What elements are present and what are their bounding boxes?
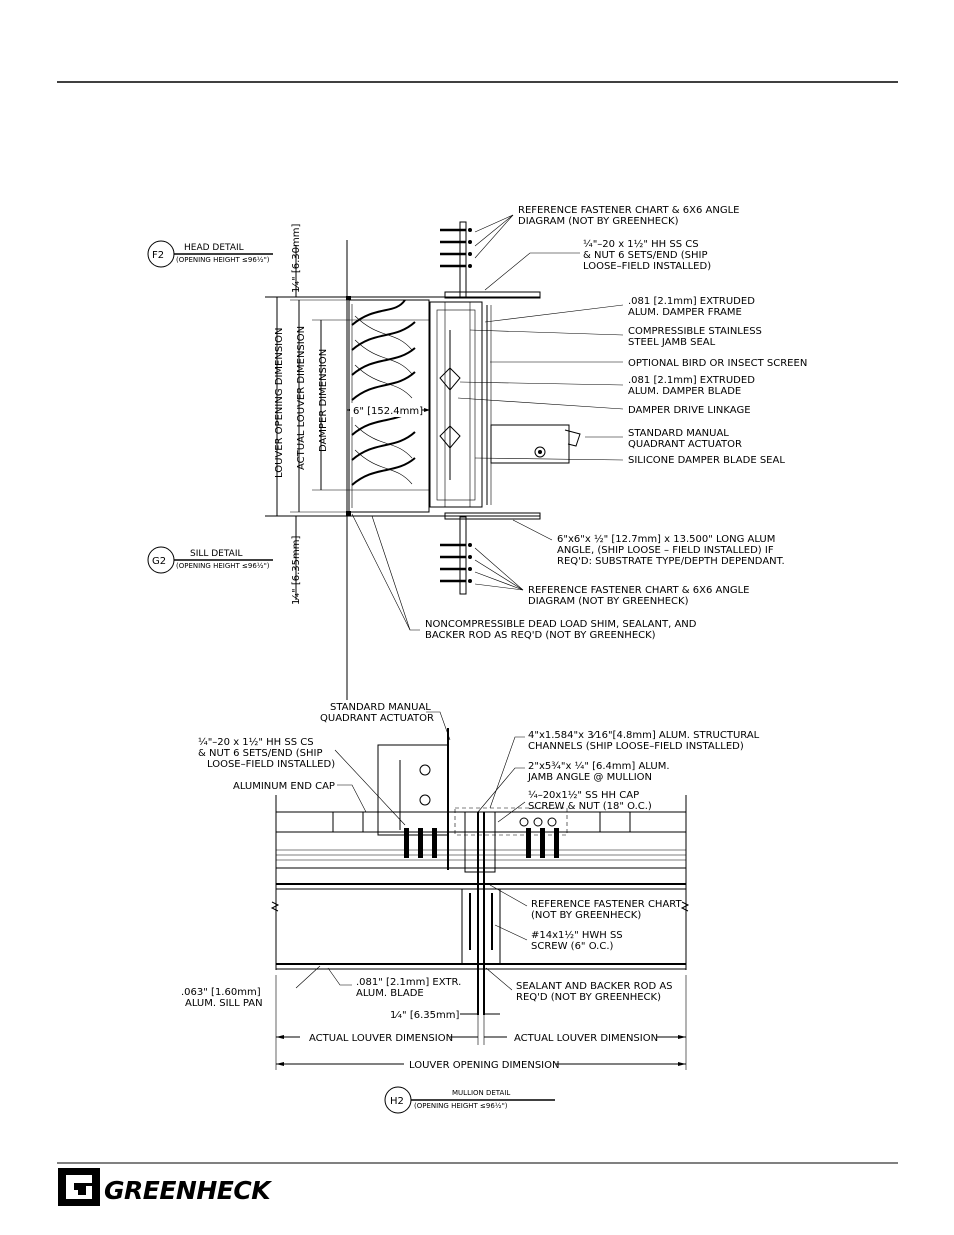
actual-right-label: ACTUAL LOUVER DIMENSION — [514, 1033, 658, 1044]
sill-gap-label: 1⁄₄" [6.35mm] — [291, 536, 302, 605]
head-callout-11a: REFERENCE FASTENER CHART & 6X6 ANGLE — [528, 585, 749, 596]
mullion-detail-tag-id: H2 — [390, 1096, 404, 1107]
mullion-callout-1b: QUADRANT ACTUATOR — [320, 713, 434, 724]
mullion-callout-7b: (NOT BY GREENHECK) — [531, 910, 641, 921]
head-callout-7: DAMPER DRIVE LINKAGE — [628, 405, 751, 416]
quadrant-actuator — [490, 424, 570, 464]
head-callout-10b: ANGLE, (SHIP LOOSE – FIELD INSTALLED) IF — [557, 545, 774, 556]
louver-blades — [351, 299, 416, 486]
head-flange — [459, 221, 467, 298]
head-detail-title: HEAD DETAIL — [184, 243, 244, 253]
mullion-callout-10b: ALUM. SILL PAN — [185, 998, 263, 1009]
mullion-callout-2b: & NUT 6 SETS/END (SHIP — [198, 748, 323, 759]
damper-dim-label: DAMPER DIMENSION — [318, 349, 329, 452]
mullion-callout-5b: JAMB ANGLE @ MULLION — [527, 772, 652, 783]
mullion-callout-leaders — [295, 711, 528, 991]
sill-detail-tag-id: G2 — [152, 556, 166, 567]
mullion-callout-11b: ALUM. BLADE — [356, 988, 424, 999]
head-callout-2c: LOOSE–FIELD INSTALLED) — [583, 261, 711, 272]
sill-flange — [459, 516, 467, 595]
mullion-callout-10a: .063" [1.60mm] — [181, 987, 261, 998]
head-callout-6a: .081 [2.1mm] EXTRUDED — [628, 375, 755, 386]
opening-label: LOUVER OPENING DIMENSION — [409, 1060, 559, 1071]
mullion-detail-title: MULLION DETAIL — [452, 1089, 510, 1097]
mullion-callout-4a: 4"x1.584"x 3⁄16"[4.8mm] ALUM. STRUCTURAL — [528, 730, 760, 741]
head-callout-1a: REFERENCE FASTENER CHART & 6X6 ANGLE — [518, 205, 739, 216]
head-callout-4a: COMPRESSIBLE STAINLESS — [628, 326, 762, 337]
louver-opening-dim-label: LOUVER OPENING DIMENSION — [274, 328, 285, 478]
head-callout-10a: 6"x6"x ½" [12.7mm] x 13.500" LONG ALUM — [557, 533, 775, 545]
head-callout-6b: ALUM. DAMPER BLADE — [628, 386, 741, 397]
mullion-gap-label: 1⁄₄" [6.35mm] — [390, 1010, 459, 1021]
head-callouts: REFERENCE FASTENER CHART & 6X6 ANGLE DIA… — [425, 205, 807, 641]
actual-left-label: ACTUAL LOUVER DIMENSION — [309, 1033, 453, 1044]
head-callout-3b: ALUM. DAMPER FRAME — [628, 307, 742, 318]
section-dim-labels: LOUVER OPENING DIMENSION ACTUAL LOUVER D… — [274, 224, 423, 605]
head-callout-4b: STEEL JAMB SEAL — [628, 337, 716, 348]
head-callout-3a: .081 [2.1mm] EXTRUDED — [628, 296, 755, 307]
mullion-callout-3: ALUMINUM END CAP — [233, 781, 335, 792]
head-callout-8a: STANDARD MANUAL — [628, 428, 729, 439]
sill-detail-title: SILL DETAIL — [190, 549, 243, 559]
mullion-callout-2c: LOOSE–FIELD INSTALLED) — [207, 759, 335, 770]
mullion-detail-tag: H2 MULLION DETAIL (OPENING HEIGHT ≤96½") — [384, 1086, 555, 1114]
brand-name: GREENHECK — [104, 1176, 272, 1205]
head-callout-12b: BACKER ROD AS REQ'D (NOT BY GREENHECK) — [425, 630, 656, 641]
head-callout-1b: DIAGRAM (NOT BY GREENHECK) — [518, 216, 679, 227]
head-callout-5: OPTIONAL BIRD OR INSECT SCREEN — [628, 358, 807, 369]
actual-louver-dim-label: ACTUAL LOUVER DIMENSION — [296, 326, 307, 470]
sill-anchors — [440, 543, 472, 583]
head-callout-11b: DIAGRAM (NOT BY GREENHECK) — [528, 596, 689, 607]
mullion-callout-6b: SCREW & NUT (18" O.C.) — [528, 801, 652, 812]
mullion-plan-view — [270, 728, 690, 1070]
mullion-callout-2a: ¼"–20 x 1½" HH SS CS — [198, 736, 314, 748]
mullion-bolts — [404, 817, 559, 858]
head-callout-leaders — [351, 214, 624, 631]
head-detail-subtitle: (OPENING HEIGHT ≤96½") — [176, 256, 270, 264]
mullion-callout-5a: 2"x5¾"x ¼" [6.4mm] ALUM. — [528, 760, 670, 772]
depth-dim-label: 6" [152.4mm] — [353, 406, 423, 417]
mullion-callout-1a: STANDARD MANUAL — [330, 702, 431, 713]
mullion-callout-8a: #14x1½" HWH SS — [531, 929, 623, 941]
head-callout-10c: REQ'D: SUBSTRATE TYPE/DEPTH DEPENDANT. — [557, 556, 785, 567]
head-angle — [444, 291, 541, 299]
logo-mark — [58, 1168, 100, 1206]
mullion-callout-11a: .081" [2.1mm] EXTR. — [356, 977, 461, 988]
mullion-callout-9b: REQ'D (NOT BY GREENHECK) — [516, 992, 661, 1003]
head-callout-9: SILICONE DAMPER BLADE SEAL — [628, 455, 785, 466]
sill-detail-tag: G2 SILL DETAIL (OPENING HEIGHT ≤96½") — [147, 546, 273, 574]
section-view — [265, 221, 581, 700]
mullion-callout-7a: REFERENCE FASTENER CHART — [531, 899, 683, 910]
sill-detail-subtitle: (OPENING HEIGHT ≤96½") — [176, 562, 270, 570]
mullion-callout-8b: SCREW (6" O.C.) — [531, 941, 614, 952]
head-callout-8b: QUADRANT ACTUATOR — [628, 439, 742, 450]
mullion-callouts: STANDARD MANUAL QUADRANT ACTUATOR ¼"–20 … — [181, 702, 760, 1009]
damper-frame — [429, 301, 483, 508]
mullion-detail-subtitle: (OPENING HEIGHT ≤96½") — [414, 1102, 508, 1110]
mullion-actuator — [377, 744, 449, 836]
head-anchors — [440, 228, 472, 268]
head-gap-label: 1⁄₄" [6.30mm] — [291, 224, 302, 293]
head-detail-tag-id: F2 — [152, 250, 164, 261]
head-callout-2a: ¼"–20 x 1½" HH SS CS — [583, 238, 699, 250]
mullion-callout-4b: CHANNELS (SHIP LOOSE–FIELD INSTALLED) — [528, 741, 744, 752]
sill-angle — [444, 512, 541, 520]
louver-frame — [348, 299, 430, 513]
head-callout-2b: & NUT 6 SETS/END (SHIP — [583, 250, 708, 261]
mullion-callout-9a: SEALANT AND BACKER ROD AS — [516, 981, 673, 992]
mullion-dim-labels: ACTUAL LOUVER DIMENSION ACTUAL LOUVER DI… — [309, 1010, 658, 1071]
head-detail-tag: F2 HEAD DETAIL (OPENING HEIGHT ≤96½") — [147, 240, 273, 268]
head-callout-12a: NONCOMPRESSIBLE DEAD LOAD SHIM, SEALANT,… — [425, 619, 697, 630]
structural-channel — [464, 811, 496, 873]
mullion-callout-6a: ¼–20x1½" SS HH CAP — [528, 789, 639, 801]
greenheck-logo: GREENHECK — [58, 1168, 273, 1206]
